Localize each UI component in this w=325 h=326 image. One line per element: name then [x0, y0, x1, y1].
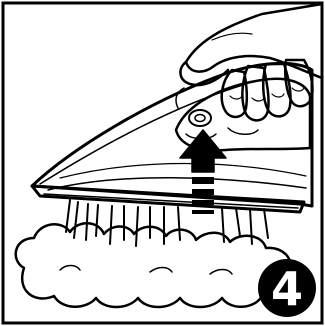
arrow-dash [192, 177, 214, 184]
step-number: 4 [271, 262, 303, 316]
step-badge: 4 [258, 259, 316, 317]
arrow-dash [192, 189, 214, 195]
arrow-dash [192, 210, 214, 214]
arrow-dash [192, 200, 214, 205]
